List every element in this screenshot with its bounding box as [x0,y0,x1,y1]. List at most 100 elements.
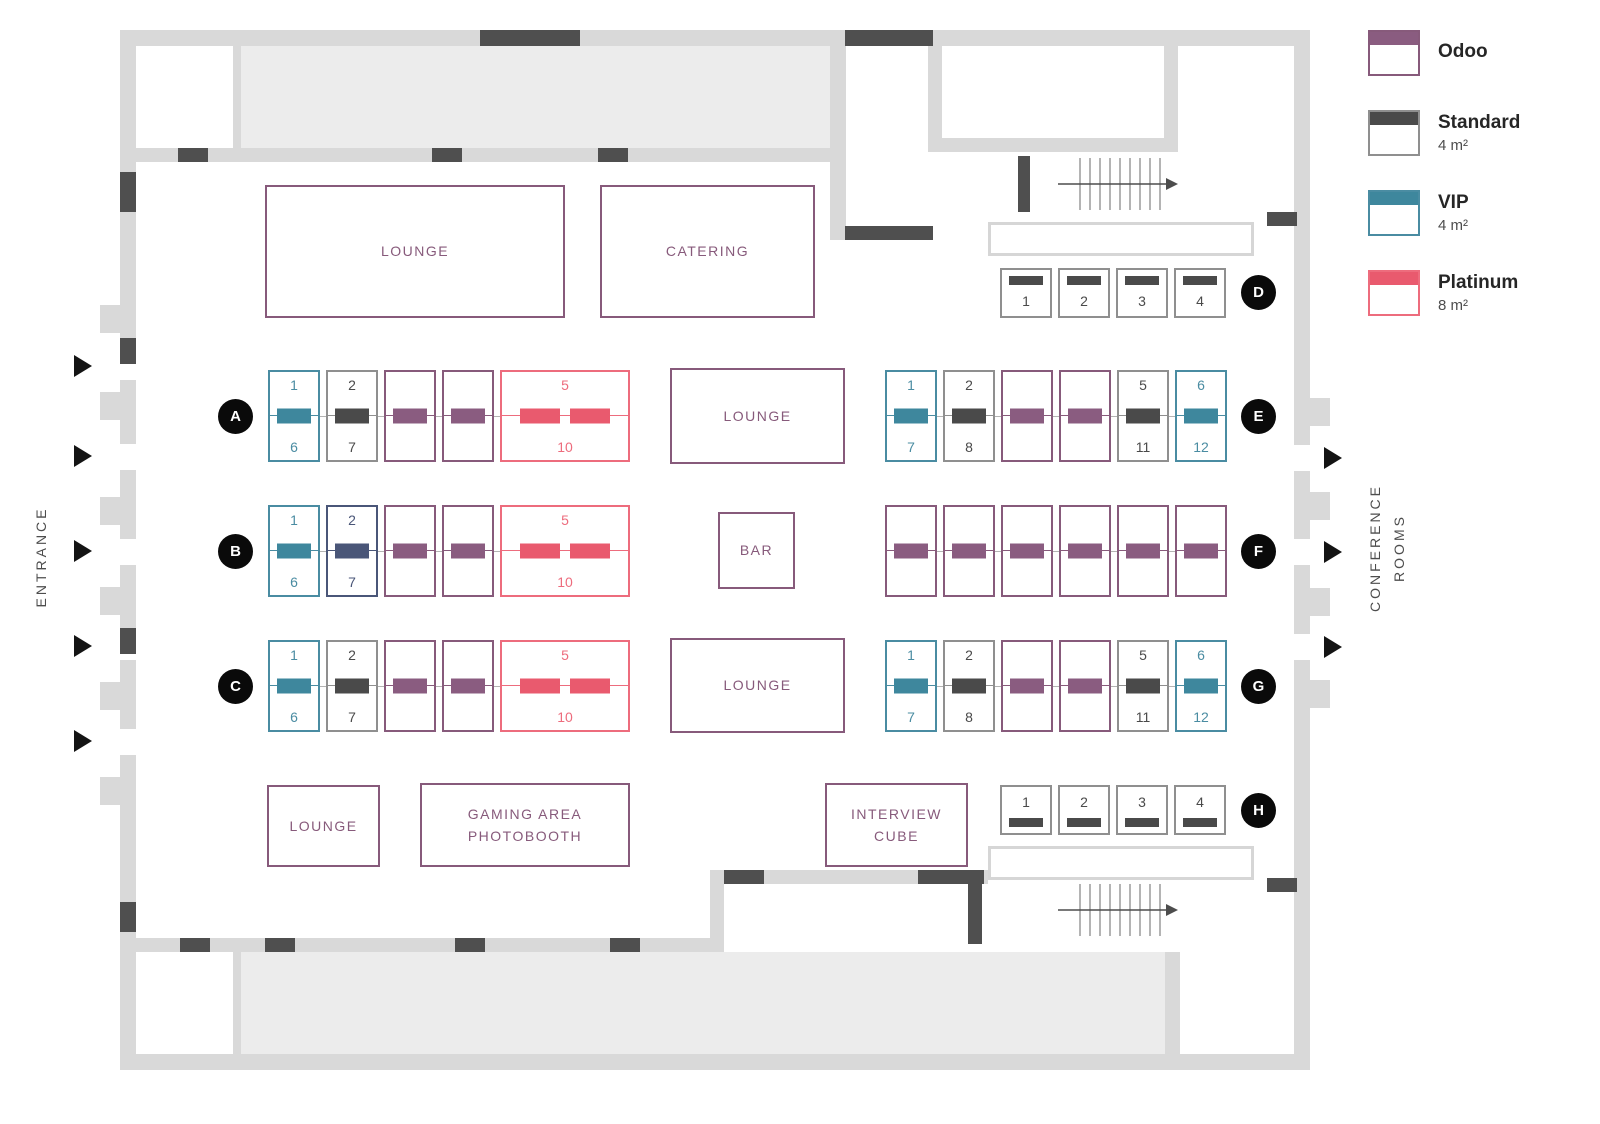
wall-dark-segment [180,938,210,952]
booth-B-3[interactable] [384,505,436,597]
booth-F-4[interactable] [1059,505,1111,597]
booth-H-1[interactable]: 1 [1000,785,1052,835]
booth-number-front: 1 [290,377,298,393]
booth-desk [1010,543,1044,559]
wall-segment [928,46,942,152]
wall-dark-segment [918,870,984,884]
booth-desks [520,543,610,559]
booth-A-4[interactable] [442,370,494,462]
room-top [241,46,830,148]
wall-dark-segment [120,902,136,932]
booth-D-1[interactable]: 1 [1000,268,1052,318]
booth-C-4[interactable] [442,640,494,732]
booth-D-2[interactable]: 2 [1058,268,1110,318]
booth-B-4[interactable] [442,505,494,597]
booth-H-4[interactable]: 4 [1174,785,1226,835]
row-marker-b: B [218,534,253,569]
booth-number-front: 2 [348,512,356,528]
wall-dark-segment [178,148,208,162]
booth-number: 3 [1138,794,1146,810]
booth-F-1[interactable] [885,505,937,597]
booth-number: 4 [1196,293,1204,309]
booth-desk [1183,276,1217,285]
legend-item-vip: VIP 4 m² [1368,190,1520,236]
legend: Odoo Standard 4 m² VIP 4 m² Platinum 8 m… [1368,30,1520,316]
booth-number: 2 [1080,293,1088,309]
booth-D-4[interactable]: 4 [1174,268,1226,318]
booth-F-3[interactable] [1001,505,1053,597]
booth-number-front: 2 [348,377,356,393]
booth-desk [1183,818,1217,827]
booth-number-front: 5 [561,647,569,663]
booth-desk [335,408,369,424]
conference-arrow-icon [1324,636,1342,658]
wall-segment [233,952,241,1054]
wall-dark-segment [432,148,462,162]
booth-number-front: 6 [1197,647,1205,663]
conference-rooms-label: CONFERENCE ROOMS [1367,483,1407,613]
door-frame [1308,588,1330,616]
booth-desk [335,543,369,559]
door-frame [1308,398,1330,426]
booth-G-4[interactable] [1059,640,1111,732]
booth-number: 1 [1022,794,1030,810]
booth-number-front: 5 [1139,647,1147,663]
entrance-arrow-icon [74,540,92,562]
booth-number-back: 11 [1135,709,1151,725]
booth-E-3[interactable] [1001,370,1053,462]
booth-number-back: 11 [1135,439,1151,455]
booth-F-2[interactable] [943,505,995,597]
booth-F-6[interactable] [1175,505,1227,597]
door-frame [100,777,122,805]
booth-desks [520,678,610,694]
booth-H-3[interactable]: 3 [1116,785,1168,835]
wall-dark-segment [1018,156,1030,212]
booth-number-front: 5 [561,512,569,528]
booth-number-front: 2 [965,647,973,663]
door-frame [100,587,122,615]
booth-A-3[interactable] [384,370,436,462]
booth-number-front: 5 [561,377,569,393]
booth-H-2[interactable]: 2 [1058,785,1110,835]
legend-label: Odoo [1438,40,1488,62]
booth-G-5[interactable]: 5 11 [1117,640,1169,732]
wall-dark-segment [845,226,933,240]
booth-desk [1184,408,1218,424]
door-frame [100,305,122,333]
booth-desk [393,678,427,694]
booth-E-4[interactable] [1059,370,1111,462]
wall-dark-segment [724,870,764,884]
booth-D-3[interactable]: 3 [1116,268,1168,318]
booth-number-back: 8 [965,709,973,725]
booth-G-3[interactable] [1001,640,1053,732]
booth-C-3[interactable] [384,640,436,732]
legend-label: Standard [1438,112,1521,133]
door-opening [1294,445,1310,471]
row-marker-e: E [1241,399,1276,434]
booth-desk [1184,678,1218,694]
booth-desk [451,678,485,694]
stairs-icon [1058,884,1178,936]
booth-F-5[interactable] [1117,505,1169,597]
booth-desk [952,408,986,424]
booth-number-back: 6 [290,709,298,725]
wall-segment [830,46,846,240]
door-opening [1294,539,1310,565]
booth-desk [277,678,311,694]
